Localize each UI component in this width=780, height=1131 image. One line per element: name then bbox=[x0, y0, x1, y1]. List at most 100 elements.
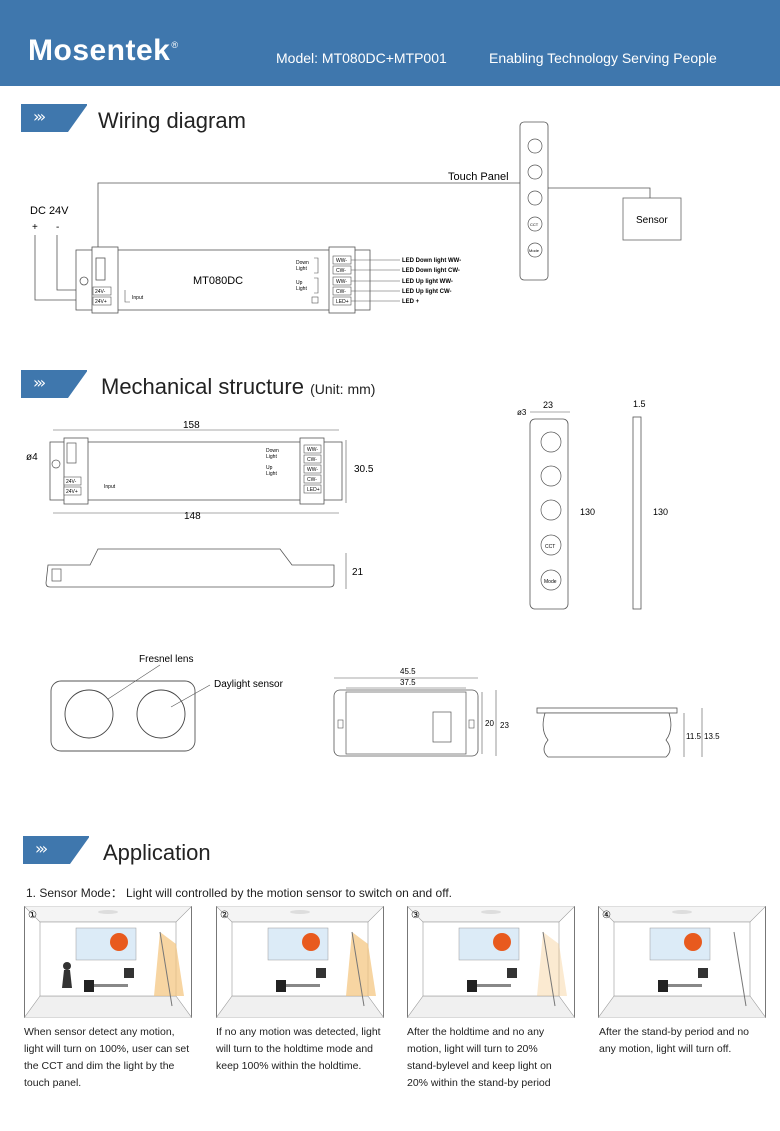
down-light-label: Down bbox=[266, 448, 279, 454]
daylight-label: Daylight sensor bbox=[214, 679, 284, 690]
output-label: LED Down light CW- bbox=[402, 268, 460, 274]
output-terminals: WW- CW- WW- CW- LED+ bbox=[332, 255, 352, 306]
controller-side-view bbox=[45, 548, 335, 588]
mode-button-label: Mode bbox=[544, 579, 557, 585]
scenario-number: ③ bbox=[411, 910, 420, 921]
terminal-label: WW- bbox=[307, 467, 318, 473]
fresnel-lens bbox=[64, 689, 114, 739]
dim-11-5: 11.5 bbox=[686, 732, 702, 741]
caption-line: the CCT and dim the light by the bbox=[24, 1060, 175, 1072]
section-title-mechanical: Mechanical structure (Unit: mm) bbox=[101, 374, 376, 399]
dim-23: 23 bbox=[543, 400, 553, 410]
caption-line: 20% within the stand-by period bbox=[407, 1077, 551, 1089]
dim-23-sensor: 23 bbox=[500, 721, 509, 730]
dim-1-5: 1.5 bbox=[633, 399, 646, 409]
chevrons-icon: ››› bbox=[33, 107, 46, 126]
dim-hole: ø4 bbox=[26, 452, 38, 463]
input-terminal-neg: 24V- bbox=[95, 289, 106, 295]
terminal-label: WW- bbox=[307, 447, 318, 453]
section-badge: ››› bbox=[21, 104, 88, 132]
fresnel-label: Fresnel lens bbox=[139, 654, 193, 665]
dim-13-5: 13.5 bbox=[704, 732, 720, 741]
output-label: LED Up light CW- bbox=[402, 289, 452, 295]
dim-21: 21 bbox=[352, 567, 364, 578]
daylight-sensor bbox=[136, 689, 186, 739]
scenario-panel-2: ② bbox=[215, 905, 385, 1019]
caption-line: After the stand-by period and no bbox=[599, 1026, 750, 1038]
up-light-label: Up bbox=[266, 465, 273, 471]
down-light-label2: Light bbox=[296, 266, 307, 272]
output-label: LED Up light WW- bbox=[402, 279, 453, 285]
dim-45-5: 45.5 bbox=[400, 667, 416, 676]
scenario-panel-4: ④ bbox=[597, 905, 767, 1019]
dim-158: 158 bbox=[183, 420, 200, 431]
scenario-caption-1: When sensor detect any motion, light wil… bbox=[24, 1024, 192, 1092]
input-label: Input bbox=[132, 295, 144, 301]
down-light-label2: Light bbox=[266, 454, 277, 460]
sensor-box bbox=[622, 197, 682, 241]
page-header: Mosentek® Model: MT080DC+MTP001 Enabling… bbox=[0, 0, 780, 86]
scenario-number: ② bbox=[220, 910, 229, 921]
output-label: LED + bbox=[402, 299, 420, 305]
caption-line: will turn to the holdtime mode and bbox=[216, 1043, 374, 1055]
caption-line: After the holdtime and no any bbox=[407, 1026, 545, 1038]
scenario-caption-2: If no any motion was detected, light wil… bbox=[216, 1024, 384, 1075]
caption-line: touch panel. bbox=[24, 1077, 82, 1089]
scenario-caption-3: After the holdtime and no any motion, li… bbox=[407, 1024, 575, 1092]
scenario-panel-3: ③ bbox=[406, 905, 576, 1019]
caption-line: motion, light will turn to 20% bbox=[407, 1043, 538, 1055]
terminal-label: LED+ bbox=[336, 299, 349, 305]
dim-130: 130 bbox=[580, 507, 595, 517]
panel-side-view bbox=[632, 416, 642, 610]
up-light-label: Up bbox=[296, 280, 303, 286]
sensor-mode-description: 1. Sensor Mode： Light will controlled by… bbox=[26, 886, 453, 900]
terminal-label: CW- bbox=[336, 289, 346, 295]
wiring-diagram: DC 24V + - Touch Panel Sensor 24V- 24V+ … bbox=[30, 121, 682, 314]
terminal-label: CW- bbox=[336, 268, 346, 274]
output-label: LED Down light WW- bbox=[402, 258, 461, 264]
caption-line: stand-bylevel and keep light on bbox=[407, 1060, 552, 1072]
dc-label: DC 24V bbox=[30, 205, 69, 217]
scenario-caption-4: After the stand-by period and no any mot… bbox=[599, 1024, 767, 1058]
section-title-wiring: Wiring diagram bbox=[98, 108, 246, 133]
input-terminal-pos: 24V+ bbox=[66, 489, 78, 495]
caption-line: If no any motion was detected, light bbox=[216, 1026, 381, 1038]
model-number: Model: MT080DC+MTP001 bbox=[276, 50, 447, 66]
terminal-label: CW- bbox=[307, 477, 317, 483]
section-badge: ››› bbox=[21, 370, 88, 398]
dim-37-5: 37.5 bbox=[400, 678, 416, 687]
up-light-label2: Light bbox=[266, 471, 277, 477]
brand-slogan: Enabling Technology Serving People bbox=[489, 50, 717, 66]
plus-label: + bbox=[32, 222, 38, 233]
sensor-side-view bbox=[536, 707, 678, 714]
brand-logo: Mosentek® bbox=[28, 34, 179, 67]
device-name: MT080DC bbox=[193, 275, 243, 287]
chevrons-icon: ››› bbox=[35, 839, 48, 858]
output-labels: LED Down light WW- LED Down light CW- LE… bbox=[402, 258, 461, 305]
scenario-panel-1: ① bbox=[23, 905, 193, 1019]
dim-panel-hole: ø3 bbox=[517, 408, 527, 417]
scenario-number: ④ bbox=[602, 910, 611, 921]
minus-label: - bbox=[56, 222, 59, 233]
chevrons-icon: ››› bbox=[33, 373, 46, 392]
cct-button-label: CCT bbox=[530, 222, 539, 227]
scenario-number: ① bbox=[28, 910, 37, 921]
terminal-label: WW- bbox=[336, 258, 347, 264]
caption-line: any motion, light will turn off. bbox=[599, 1043, 732, 1055]
caption-line: light will turn on 100%, user can set bbox=[24, 1043, 190, 1055]
input-terminal-pos: 24V+ bbox=[95, 299, 107, 305]
dim-130-side: 130 bbox=[653, 507, 668, 517]
terminal-label: LED+ bbox=[307, 487, 320, 493]
section-badge: ››› bbox=[23, 836, 90, 864]
terminal-label: CW- bbox=[307, 457, 317, 463]
dim-30-5: 30.5 bbox=[354, 464, 374, 475]
terminal-label: WW- bbox=[336, 279, 347, 285]
cct-button-label: CCT bbox=[545, 544, 555, 550]
caption-line: keep 100% within the holdtime. bbox=[216, 1060, 362, 1072]
sensor-label: Sensor bbox=[636, 215, 668, 226]
down-light-label: Down bbox=[296, 260, 309, 266]
dim-20: 20 bbox=[485, 719, 494, 728]
mode-button-label: Mode bbox=[529, 248, 540, 253]
caption-line: When sensor detect any motion, bbox=[24, 1026, 175, 1038]
input-label: Input bbox=[104, 484, 116, 490]
